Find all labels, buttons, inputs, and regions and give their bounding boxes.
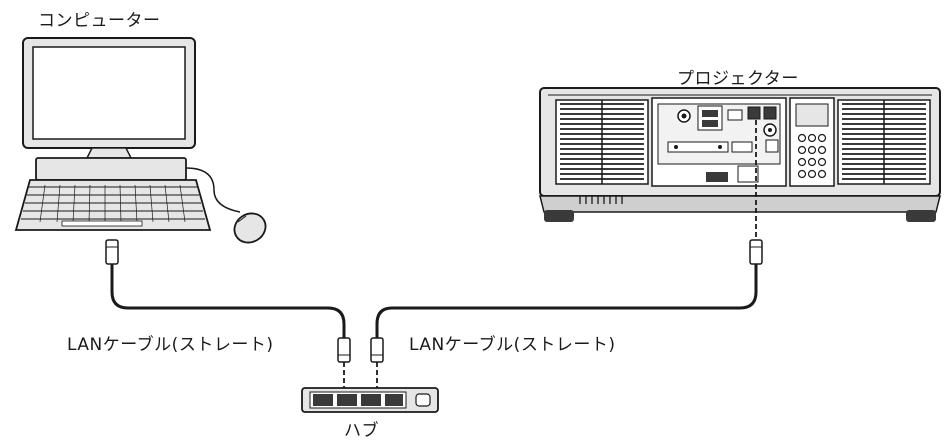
projector-icon xyxy=(539,87,941,240)
hub-dashed-links xyxy=(343,362,378,392)
cable-connector-computer xyxy=(105,239,119,265)
projector-label: プロジェクター xyxy=(677,69,799,89)
cable-connector-projector xyxy=(749,239,763,265)
lan-cable-left xyxy=(110,264,346,338)
computer-label: コンピューター xyxy=(38,11,161,31)
desktop-computer-icon xyxy=(14,37,267,244)
cable-connector-hub-left xyxy=(337,337,351,363)
network-hub-icon xyxy=(301,387,439,413)
cable-left-label: LANケーブル(ストレート) xyxy=(67,335,274,355)
cable-connector-hub-right xyxy=(370,337,384,363)
hub-label: ハブ xyxy=(344,421,379,441)
lan-cable-right xyxy=(375,264,758,338)
cable-right-label: LANケーブル(ストレート) xyxy=(409,335,616,355)
